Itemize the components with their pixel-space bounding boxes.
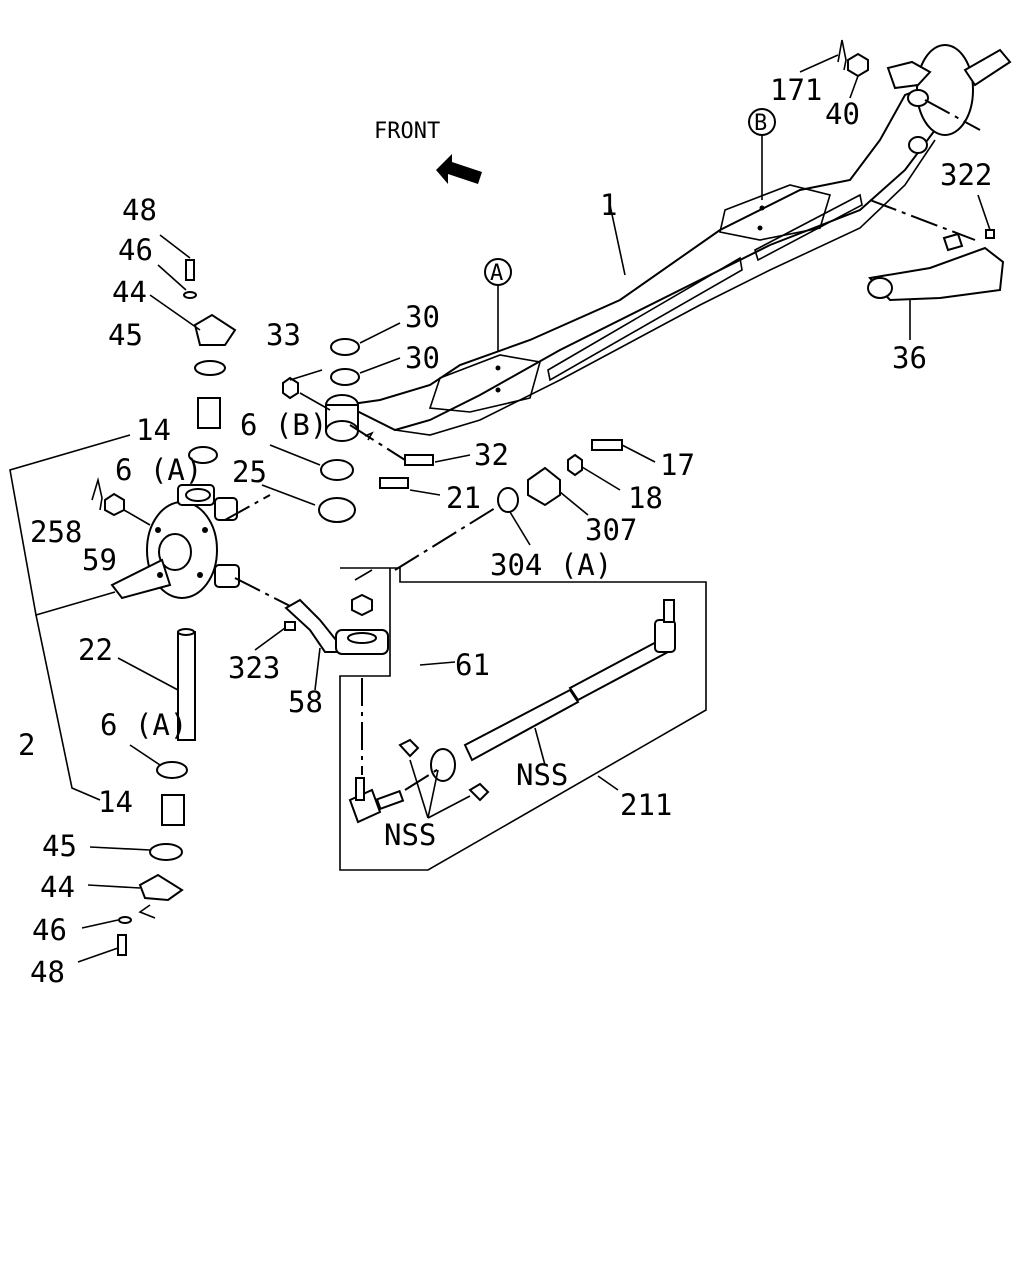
bolt-21 bbox=[379, 477, 409, 489]
bolt-32 bbox=[404, 454, 434, 466]
label-nss-lower: NSS bbox=[384, 818, 436, 852]
label-14-upper: 14 bbox=[136, 413, 171, 447]
washer-30-a bbox=[330, 338, 360, 356]
nut-18 bbox=[567, 453, 583, 477]
label-22: 22 bbox=[78, 633, 113, 667]
label-44-upper: 44 bbox=[112, 275, 147, 309]
ref-marker-b-label: B bbox=[754, 111, 767, 136]
label-32: 32 bbox=[474, 438, 509, 472]
label-307: 307 bbox=[585, 513, 637, 547]
label-45-upper: 45 bbox=[108, 318, 143, 352]
seal-304a bbox=[497, 487, 519, 513]
bolt-17 bbox=[591, 439, 623, 451]
label-258: 258 bbox=[30, 515, 82, 549]
cotter-pin-258 bbox=[91, 476, 103, 511]
seal-6a-lower bbox=[156, 761, 188, 779]
label-1: 1 bbox=[600, 188, 617, 222]
label-61: 61 bbox=[455, 648, 490, 682]
label-6b: 6 (B) bbox=[240, 408, 327, 442]
axle-beam bbox=[325, 44, 1012, 442]
cotter-pin-171 bbox=[837, 39, 847, 71]
label-46-lower: 46 bbox=[32, 913, 67, 947]
label-17: 17 bbox=[660, 448, 695, 482]
label-322: 322 bbox=[940, 158, 992, 192]
label-30-a: 30 bbox=[405, 300, 440, 334]
key-323 bbox=[284, 621, 296, 631]
bolt-48-upper bbox=[185, 259, 195, 281]
label-18: 18 bbox=[628, 481, 663, 515]
washer-30-b bbox=[330, 368, 360, 386]
label-21: 21 bbox=[446, 481, 481, 515]
label-6a-lower: 6 (A) bbox=[100, 708, 187, 742]
label-nss-upper: NSS bbox=[516, 758, 568, 792]
fitting-307 bbox=[527, 466, 561, 507]
label-30-b: 30 bbox=[405, 341, 440, 375]
label-25: 25 bbox=[232, 455, 267, 489]
tie-rod bbox=[348, 569, 676, 824]
seal-6a-upper bbox=[188, 446, 218, 464]
label-36: 36 bbox=[892, 341, 927, 375]
label-44-lower: 44 bbox=[40, 870, 75, 904]
label-58: 58 bbox=[288, 685, 323, 719]
label-46-upper: 46 bbox=[118, 233, 153, 267]
nut-59 bbox=[104, 492, 125, 517]
label-33: 33 bbox=[266, 318, 301, 352]
label-59: 59 bbox=[82, 543, 117, 577]
front-arrow-icon bbox=[436, 154, 482, 184]
label-14-lower: 14 bbox=[98, 785, 133, 819]
label-45-lower: 45 bbox=[42, 829, 77, 863]
label-323: 323 bbox=[228, 651, 280, 685]
tie-rod-arm bbox=[284, 598, 389, 655]
nut-33 bbox=[282, 376, 299, 400]
nut-40 bbox=[847, 52, 869, 78]
steering-knuckle bbox=[110, 484, 240, 600]
label-2: 2 bbox=[18, 728, 35, 762]
label-304a: 304 (A) bbox=[490, 548, 612, 582]
bushing-14-upper bbox=[197, 397, 221, 429]
bushing-14-lower bbox=[161, 794, 185, 826]
cap-44-lower bbox=[138, 873, 184, 902]
ref-marker-a-label: A bbox=[490, 261, 503, 286]
shim-45-upper bbox=[194, 360, 226, 376]
label-171: 171 bbox=[770, 73, 822, 107]
front-label: FRONT bbox=[374, 119, 440, 144]
label-48-upper: 48 bbox=[122, 193, 157, 227]
shim-45-lower bbox=[149, 843, 183, 861]
cap-44-upper bbox=[193, 313, 237, 346]
tie-rod-kit-box bbox=[339, 567, 707, 871]
washer-46-upper bbox=[183, 291, 197, 299]
thrust-bearing-25 bbox=[318, 497, 356, 523]
steering-arm bbox=[867, 229, 1005, 302]
label-6a-upper: 6 (A) bbox=[115, 453, 202, 487]
label-48-lower: 48 bbox=[30, 955, 65, 989]
bolt-48-lower bbox=[117, 934, 127, 956]
washer-46-lower bbox=[118, 916, 132, 924]
label-40: 40 bbox=[825, 97, 860, 131]
label-211: 211 bbox=[620, 788, 672, 822]
shim-6b bbox=[320, 459, 354, 481]
